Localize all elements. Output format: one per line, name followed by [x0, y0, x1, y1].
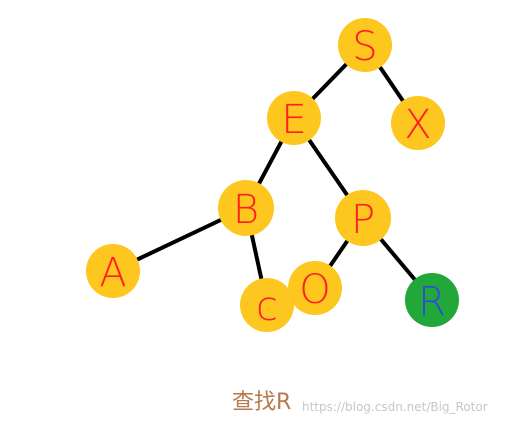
node-circle: [86, 244, 140, 298]
node-b: B: [218, 180, 274, 236]
node-label: A: [99, 250, 126, 296]
node-o: O: [288, 261, 342, 315]
node-c: c: [240, 278, 294, 332]
node-e: E: [267, 91, 321, 145]
node-circle: [335, 190, 391, 246]
node-circle: [267, 91, 321, 145]
node-label: B: [233, 187, 259, 233]
node-r: R: [405, 273, 459, 327]
node-p: P: [335, 190, 391, 246]
node-label: E: [281, 97, 306, 143]
node-label: O: [299, 267, 330, 313]
node-circle: [218, 180, 274, 236]
diagram-caption: 查找R: [232, 390, 292, 415]
node-x: X: [391, 96, 445, 150]
node-label: P: [351, 197, 375, 243]
node-label: S: [352, 24, 377, 70]
node-circle: [405, 273, 459, 327]
node-circle: [288, 261, 342, 315]
node-s: S: [338, 18, 392, 72]
node-circle: [391, 96, 445, 150]
node-label: c: [256, 284, 278, 330]
tree-edges: [111, 43, 434, 307]
watermark-url: https://blog.csdn.net/Big_Rotor: [302, 400, 488, 414]
node-circle: [338, 18, 392, 72]
node-label: X: [404, 102, 431, 148]
node-a: A: [86, 244, 140, 298]
node-label: R: [418, 279, 446, 325]
node-circle: [240, 278, 294, 332]
